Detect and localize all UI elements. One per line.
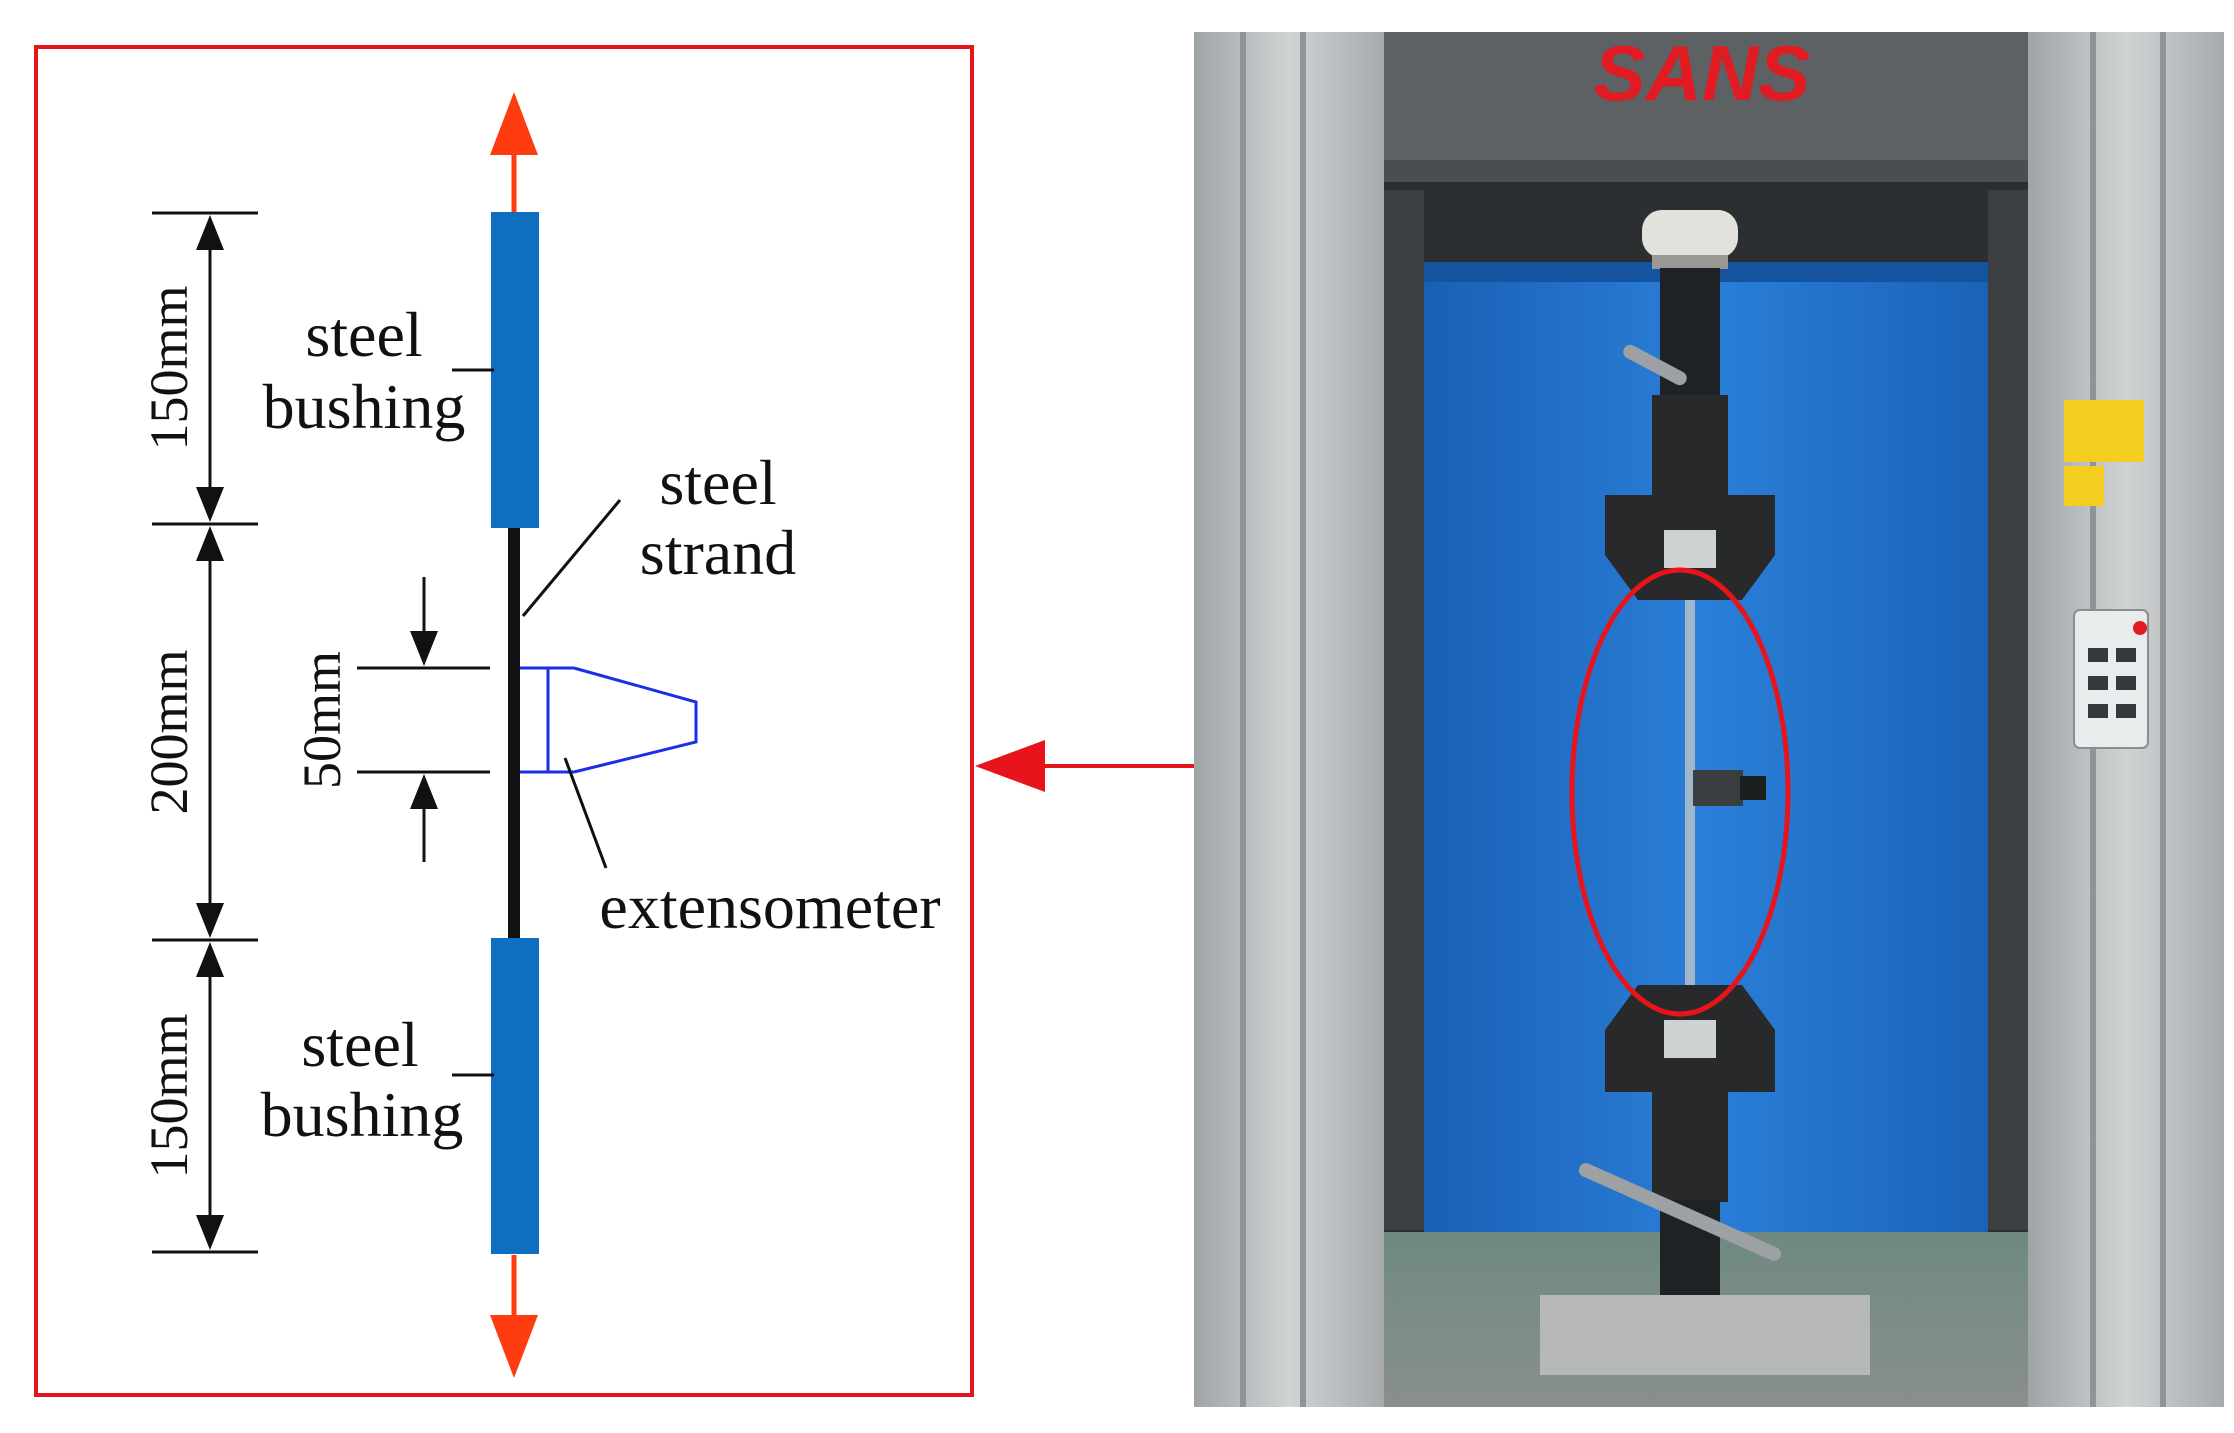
dimension-lines [152, 211, 490, 1254]
dim-bottom-bushing-length: 150mm [139, 1013, 199, 1178]
dim-free-strand-length: 200mm [139, 649, 199, 814]
photo-extensometer [1693, 770, 1766, 806]
label-top-bushing-line1: steel [305, 299, 422, 370]
label-strand-line1: steel [659, 447, 776, 518]
label-strand-line2: strand [640, 517, 796, 588]
dimension-arrowheads [196, 215, 438, 1250]
label-extensometer: extensometer [599, 871, 940, 942]
top-steel-bushing [491, 212, 539, 528]
bottom-steel-bushing [491, 938, 539, 1254]
top-load-arrow [490, 92, 538, 215]
label-bottom-bushing-line2: bushing [261, 1079, 464, 1150]
louver-left [1384, 190, 1424, 1230]
label-bottom-bushing-line1: steel [301, 1009, 418, 1080]
leader-lines [452, 368, 622, 1077]
label-top-bushing-line2: bushing [263, 371, 466, 442]
machine-logo: SANS [1594, 29, 1811, 117]
extensometer-symbol [520, 666, 698, 774]
dim-top-bushing-length: 150mm [139, 285, 199, 450]
highlight-ellipse [1569, 567, 1791, 1017]
bottom-load-arrow [490, 1255, 538, 1378]
louver-right [1988, 190, 2028, 1230]
dim-gauge-length: 50mm [292, 651, 352, 789]
steel-strand [508, 525, 520, 940]
schematic-panel: 150mm 200mm 50mm 150mm steel bushing ste… [34, 45, 974, 1397]
photo-strand [1685, 600, 1695, 985]
testing-machine-photo: SANS [1194, 29, 2224, 1407]
